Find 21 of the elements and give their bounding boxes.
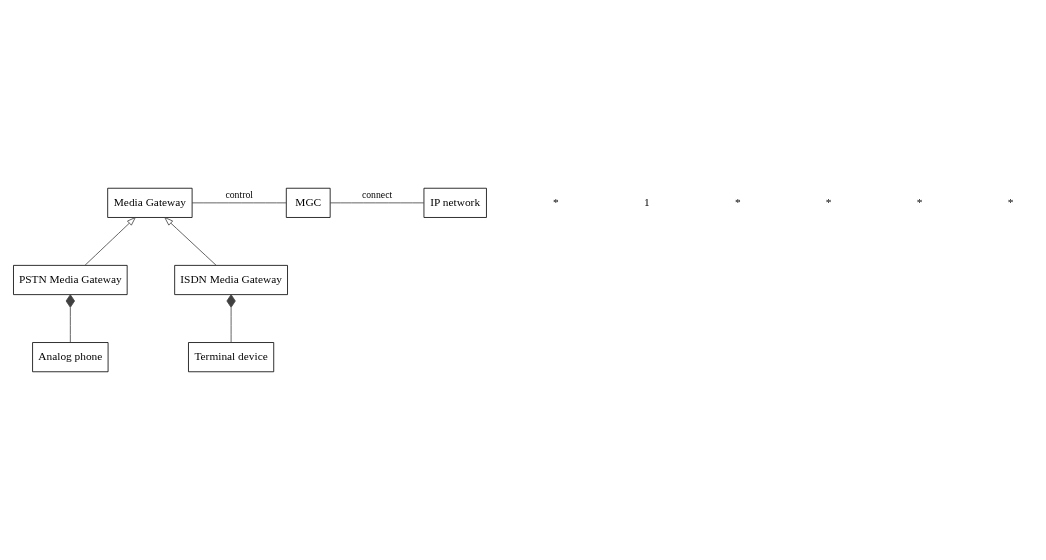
connector [226, 294, 236, 343]
edge-label: control [225, 188, 254, 200]
arrow [84, 217, 136, 266]
label: 1 [643, 195, 650, 208]
node-box: Media Gateway [107, 187, 193, 218]
arrow [164, 217, 217, 266]
label: * [825, 195, 832, 208]
node-box: Terminal device [188, 342, 275, 373]
label: * [916, 195, 923, 208]
node-box: ISDN Media Gateway [174, 264, 288, 296]
connector [65, 294, 75, 343]
node-box: Analog phone [32, 342, 109, 373]
label: * [553, 195, 559, 208]
node-box: IP network [423, 187, 487, 218]
label: * [734, 195, 741, 208]
edge-label: connect [361, 188, 393, 200]
node-box: PSTN Media Gateway [13, 264, 128, 296]
connector [191, 202, 287, 204]
node-box: MGC [285, 187, 331, 218]
label: * [1007, 195, 1014, 208]
connector [329, 202, 425, 204]
